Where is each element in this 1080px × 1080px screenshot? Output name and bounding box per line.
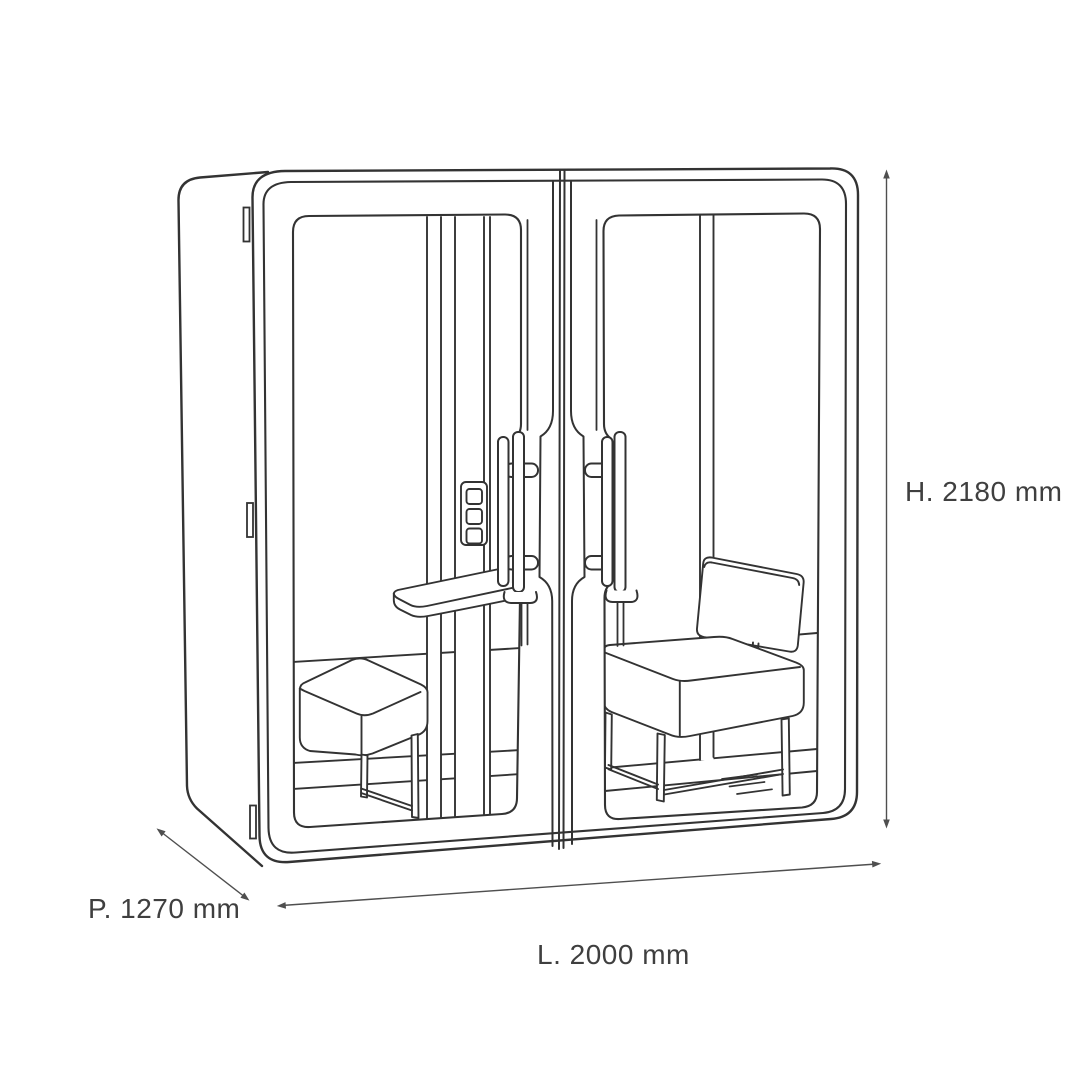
hinge-top (242, 206, 251, 243)
hinge-middle (246, 502, 254, 538)
right-handle-bar-front (601, 436, 614, 587)
depth-dimension: P. 1270 mm (88, 828, 250, 924)
depth-arrow-lower (240, 892, 250, 901)
table-front-edge (392, 582, 521, 608)
left-door-leaf-edge (538, 180, 554, 847)
height-dimension-label: H. 2180 mm (905, 476, 1063, 507)
right-handle-bar-rear (613, 431, 627, 593)
right-door-handle (584, 431, 639, 647)
hinge-bottom (249, 804, 257, 840)
left-handle-bar-rear (512, 431, 525, 593)
bench-seat (298, 657, 429, 757)
chair-backrest (696, 556, 805, 653)
length-arrow-right (871, 860, 882, 868)
front-frame-inner (262, 178, 848, 854)
front-frame-outer (251, 167, 860, 864)
control-button-2 (465, 508, 483, 525)
height-arrow-down (883, 819, 890, 829)
right-door-leaf-edge (570, 180, 586, 845)
right-handle-foot (604, 589, 639, 603)
chair-legs (604, 711, 791, 803)
depth-dimension-label: P. 1270 mm (88, 893, 240, 924)
chair-seat (603, 635, 805, 738)
control-panel (460, 481, 488, 546)
control-button-1 (465, 488, 483, 505)
hinges (242, 206, 257, 840)
height-arrow-up (883, 169, 890, 179)
left-door-handle (497, 431, 539, 647)
length-dimension-label: L. 2000 mm (537, 939, 690, 970)
depth-arrow-upper (156, 828, 166, 837)
right-window (602, 212, 822, 821)
left-window-interior (293, 216, 521, 823)
floor-hatch-marks (721, 773, 773, 795)
left-handle-bar-front (497, 436, 510, 587)
left-handle-foot (502, 591, 538, 604)
length-dimension: L. 2000 mm (276, 860, 882, 970)
right-window-interior (603, 214, 818, 803)
side-panel (177, 170, 270, 868)
bench-legs (360, 733, 420, 819)
left-window-mullion (426, 216, 442, 823)
door-seam (558, 169, 566, 850)
length-arrow-left (276, 902, 286, 909)
control-button-3 (465, 527, 483, 545)
height-dimension: H. 2180 mm (883, 169, 1063, 829)
